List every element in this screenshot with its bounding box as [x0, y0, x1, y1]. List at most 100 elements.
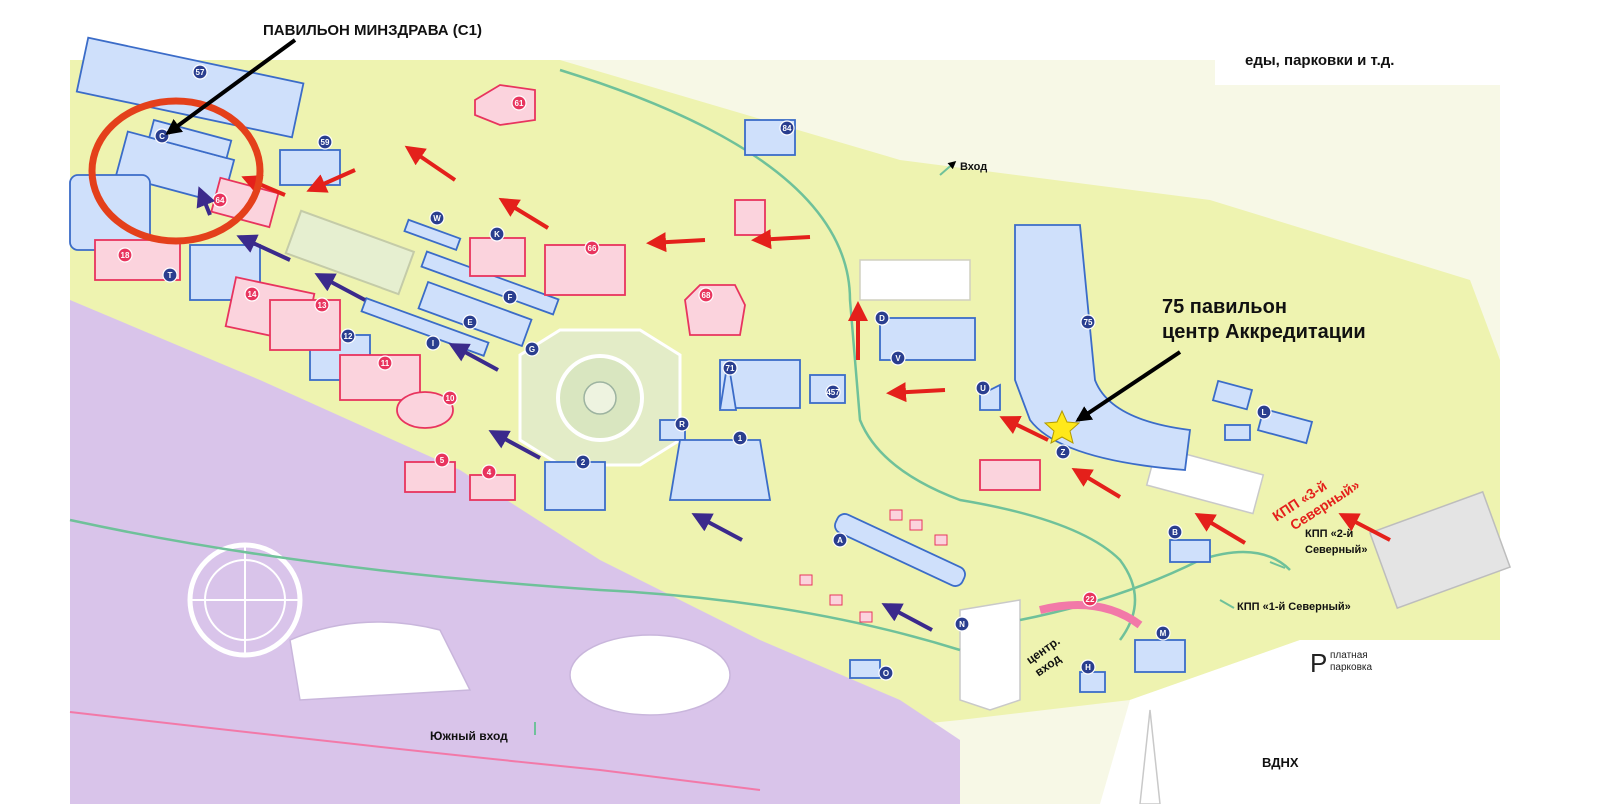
pavilion-marker-label: 11: [381, 359, 390, 368]
paid-parking[interactable]: P платная парковка: [1310, 648, 1372, 678]
pavilion-marker[interactable]: E: [462, 314, 478, 330]
pavilion-marker[interactable]: O: [878, 665, 894, 681]
pavilion-marker-label: C: [159, 132, 165, 141]
pavilion-marker[interactable]: G: [524, 341, 540, 357]
pavilion-marker[interactable]: U: [975, 380, 991, 396]
pavilion-marker-label: 68: [702, 291, 711, 300]
pavilion-marker[interactable]: T: [162, 267, 178, 283]
pavilion-marker[interactable]: A: [832, 532, 848, 548]
pavilion-marker[interactable]: 66: [584, 240, 600, 256]
pavilion-marker-label: 84: [783, 124, 792, 133]
red-arrow: [751, 229, 811, 250]
pavilion-marker[interactable]: V: [890, 350, 906, 366]
pavilion-marker[interactable]: W: [429, 210, 445, 226]
pavilion-marker[interactable]: 22: [1082, 591, 1098, 607]
pavilion-marker-dot: [481, 464, 497, 480]
pavilion-marker-dot: [1082, 591, 1098, 607]
pavilion-marker[interactable]: N: [954, 616, 970, 632]
pavilion-marker[interactable]: 4: [481, 464, 497, 480]
pavilion-marker-dot: [429, 210, 445, 226]
pavilion-marker-label: N: [959, 620, 965, 629]
pavilion-marker-dot: [779, 120, 795, 136]
minzdrav-pointer-arrow: [165, 38, 297, 135]
red-buildings: [94, 84, 1041, 501]
pavilion-marker[interactable]: 59: [317, 134, 333, 150]
vhod-label: Вход: [960, 161, 987, 173]
pavilion-marker-dot: [117, 247, 133, 263]
pavilion-marker[interactable]: 68: [698, 287, 714, 303]
pavilion-marker-dot: [698, 287, 714, 303]
pavilion-marker[interactable]: 18: [117, 247, 133, 263]
pavilion-marker-label: A: [837, 536, 843, 545]
pavilion-marker-label: O: [883, 669, 889, 678]
pavilion-marker-dot: [162, 267, 178, 283]
pav75-annotation-line2: центр Аккредитации: [1162, 321, 1366, 343]
pavilion-marker-dot: [1080, 314, 1096, 330]
kpp1-entrance[interactable]: КПП «1-й Северный»: [1219, 599, 1351, 613]
pavilion-marker[interactable]: D: [874, 310, 890, 326]
pavilion-marker[interactable]: 57: [192, 64, 208, 80]
pavilion-marker-dot: [524, 341, 540, 357]
pavilion-marker[interactable]: 84: [779, 120, 795, 136]
pavilion-marker[interactable]: 1: [732, 430, 748, 446]
pavilion-marker[interactable]: Z: [1055, 444, 1071, 460]
pavilion-marker-label: 5: [440, 456, 445, 465]
purple-arrow: [488, 430, 541, 460]
pavilion-marker[interactable]: 5: [434, 452, 450, 468]
south-entrance-label: Южный вход: [430, 729, 508, 743]
pavilion-marker[interactable]: 61: [511, 95, 527, 111]
pavilion-marker[interactable]: 71: [722, 360, 738, 376]
pavilion-marker[interactable]: R: [674, 416, 690, 432]
pavilion-marker-dot: [1080, 659, 1096, 675]
red-arrow: [241, 175, 286, 197]
south-entrance[interactable]: Южный вход: [430, 722, 536, 743]
pavilion-marker-label: L: [1262, 408, 1267, 417]
purple-arrow: [196, 186, 216, 216]
pavilion-marker[interactable]: 457: [825, 384, 841, 400]
pavilion-marker[interactable]: 13: [314, 297, 330, 313]
pavilion-marker[interactable]: B: [1167, 524, 1183, 540]
red-arrow: [404, 145, 457, 182]
pavilion-marker[interactable]: K: [489, 226, 505, 242]
pavilion-marker-dot: [462, 314, 478, 330]
red-arrow: [498, 197, 550, 230]
pavilion-marker[interactable]: 64: [212, 192, 228, 208]
pavilion-marker-label: W: [433, 214, 441, 223]
purple-arrow: [691, 513, 743, 542]
pavilion-marker-dot: [314, 297, 330, 313]
pavilion-marker[interactable]: H: [1080, 659, 1096, 675]
pavilion-marker[interactable]: 75: [1080, 314, 1096, 330]
pavilion-marker-dot: [502, 289, 518, 305]
pavilion-marker[interactable]: L: [1256, 404, 1272, 420]
kpp2-label-line1: КПП «2-й: [1305, 528, 1353, 540]
pavilion-marker-label: 59: [321, 138, 330, 147]
pavilion-marker[interactable]: M: [1155, 625, 1171, 641]
pavilion-marker-label: H: [1085, 663, 1091, 672]
red-arrow: [1071, 467, 1122, 499]
kpp2-label-line2: Северный»: [1305, 544, 1367, 556]
pavilion-marker-dot: [434, 452, 450, 468]
pavilion-marker[interactable]: 10: [442, 390, 458, 406]
pavilion-marker[interactable]: 2: [575, 454, 591, 470]
red-arrow: [999, 416, 1049, 442]
pavilion-marker[interactable]: C: [154, 128, 170, 144]
outer-area: [1100, 640, 1500, 804]
pavilion-marker-label: R: [679, 420, 685, 429]
pavilion-marker-label: G: [529, 345, 535, 354]
pavilion-marker-dot: [874, 310, 890, 326]
accreditation-star-icon: [1043, 409, 1081, 444]
park-zone: [70, 300, 960, 804]
pavilion-marker-label: Z: [1061, 448, 1066, 457]
vhod-entrance[interactable]: Вход: [939, 160, 987, 176]
purple-route-arrows: [196, 186, 933, 632]
pavilion-marker[interactable]: 12: [340, 328, 356, 344]
pavilion-marker[interactable]: 11: [377, 355, 393, 371]
pavilion-marker-label: B: [1172, 528, 1178, 537]
pavilion-marker[interactable]: F: [502, 289, 518, 305]
pavilion-marker[interactable]: 14: [244, 286, 260, 302]
minzdrav-highlight-circle: [88, 97, 264, 245]
purple-arrow: [448, 343, 499, 372]
pavilion-marker[interactable]: I: [425, 335, 441, 351]
pavilion-marker-dot: [511, 95, 527, 111]
